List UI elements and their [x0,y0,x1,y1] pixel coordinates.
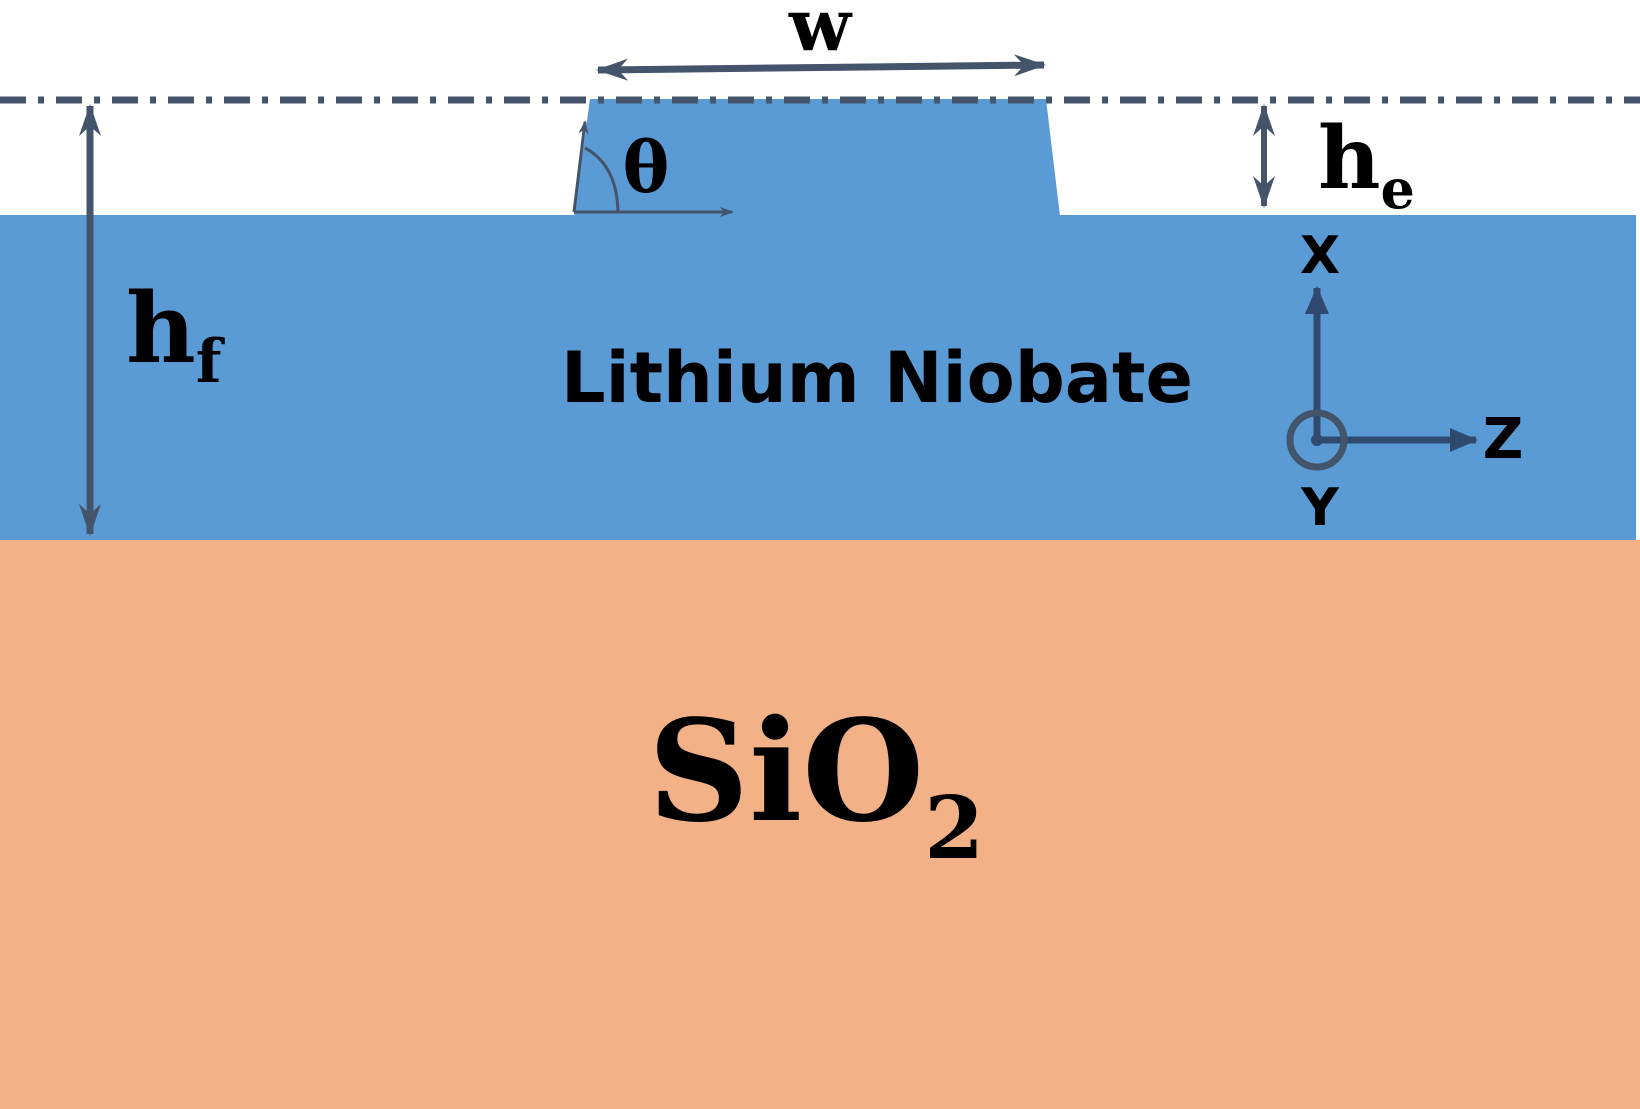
sio2-subscript: 2 [924,778,984,879]
lithium-niobate-slab [0,215,1636,540]
y-axis-out-of-plane-icon [1286,409,1348,471]
width-label: w [788,0,853,67]
z-axis-label: Z [1483,407,1524,472]
width-arrow [596,54,1046,81]
etch-depth-symbol: h [1318,108,1381,209]
ridge-waveguide [574,99,1060,216]
sidewall-angle-arrow [572,120,589,213]
lithium-niobate-label: Lithium Niobate [561,337,1193,419]
angle-arc [584,146,620,213]
film-thickness-subscript: f [196,327,226,397]
film-thickness-symbol: h [126,272,196,385]
crystal-axes: X Z Y [1286,226,1524,538]
sio2-substrate [0,540,1640,1109]
sio2-symbol: SiO [648,690,924,854]
x-axis-label: X [1300,226,1340,286]
sio2-label: SiO2 [648,690,984,879]
angle-label: θ [623,126,670,209]
y-axis-label: Y [1300,478,1340,538]
film-thickness-label: hf [126,272,226,397]
etch-depth-label: he [1318,108,1415,221]
etch-depth-subscript: e [1381,157,1415,221]
y-axis-dot-icon [1311,434,1323,446]
